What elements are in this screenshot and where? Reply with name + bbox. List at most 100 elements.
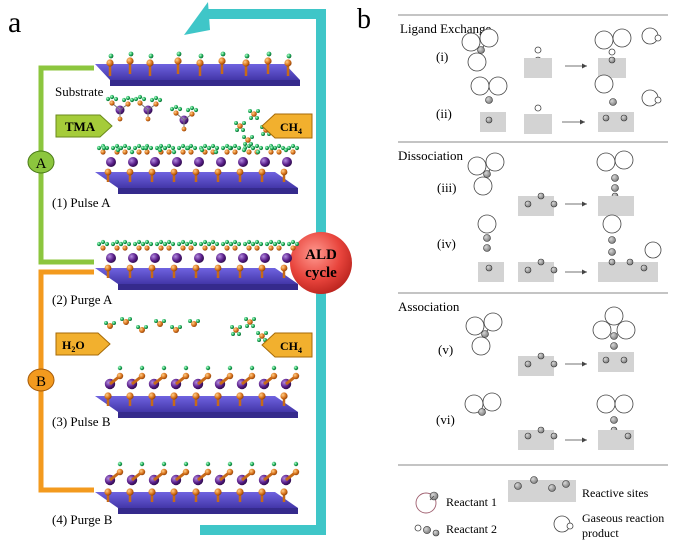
hydrogen-atom xyxy=(257,338,261,342)
reaction-arrow-head xyxy=(582,269,587,275)
hydrogen-atom xyxy=(170,145,176,151)
hydrogen-atom xyxy=(128,51,134,57)
connector xyxy=(429,495,435,501)
hydrogen-atom xyxy=(227,461,233,467)
ligand-circle xyxy=(644,241,662,259)
hydrogen-atom xyxy=(141,96,147,102)
hydrogen-atom xyxy=(96,241,102,247)
hydrogen-atom xyxy=(266,51,272,57)
hydrogen-atom xyxy=(114,239,120,245)
hydrogen-atom xyxy=(184,241,190,247)
row-label-v: (v) xyxy=(438,342,453,357)
ligand-circle xyxy=(594,30,614,50)
oxygen-atom xyxy=(106,59,114,67)
small-atom xyxy=(608,48,616,56)
center-atom xyxy=(524,432,532,440)
oxygen-atom xyxy=(242,59,250,67)
reactive-site-block xyxy=(518,430,554,450)
hydrogen-atom xyxy=(264,331,268,335)
oxygen-atom xyxy=(218,57,226,65)
center-atom xyxy=(550,200,558,208)
oxygen-atom xyxy=(116,372,124,380)
ligand-circle xyxy=(616,320,636,340)
h2o-label: H2O xyxy=(62,338,85,354)
carbon-atom xyxy=(224,245,230,251)
molecule-layers xyxy=(96,51,300,502)
hydrogen-atom xyxy=(294,145,300,151)
hydrogen-atom xyxy=(206,241,212,247)
aluminum-atom xyxy=(128,253,138,263)
hydrogen-atom xyxy=(206,145,212,151)
ald-cycle-arrowhead xyxy=(184,2,210,35)
row-label-vi: (vi) xyxy=(436,412,455,427)
hydrogen-atom xyxy=(161,365,167,371)
ch4-label-b: CH4 xyxy=(280,339,302,355)
hydrogen-atom xyxy=(230,325,234,329)
center-atom xyxy=(608,56,616,64)
row-label-iii: (iii) xyxy=(437,180,457,195)
hydrogen-atom xyxy=(101,145,107,151)
panel-b-letter: b xyxy=(357,4,371,35)
hydrogen-atom xyxy=(272,145,278,151)
substrate-slab-0 xyxy=(95,64,300,86)
carbon-atom xyxy=(268,245,274,251)
oxygen-atom xyxy=(204,468,212,476)
center-atom xyxy=(620,356,628,364)
hydrogen-atom xyxy=(236,241,242,247)
reactive-site-block xyxy=(524,58,552,78)
hydrogen-atom xyxy=(227,145,233,151)
oxygen-atom xyxy=(270,372,278,380)
ligand-circle xyxy=(467,156,487,176)
center-atom xyxy=(483,170,491,178)
hydrogen-atom xyxy=(276,239,282,245)
section-association-title: Association xyxy=(398,299,460,314)
oxygen-atom xyxy=(104,488,112,496)
center-atom xyxy=(537,192,545,200)
ch4-arrow-a: CH4 xyxy=(261,113,313,139)
carbon-atom xyxy=(100,149,106,155)
reaction-arrow-head xyxy=(582,437,587,443)
hydrogen-atom xyxy=(162,145,168,151)
oxygen-atom xyxy=(148,488,156,496)
carbon-atom xyxy=(259,333,265,339)
ligand-circle xyxy=(482,392,502,412)
hydrogen-atom xyxy=(244,53,250,59)
aluminum-atom xyxy=(106,253,116,263)
oxygen-atom xyxy=(236,168,244,176)
carbon-atom xyxy=(100,245,106,251)
reaction-arrow-head xyxy=(580,119,585,125)
oxygen-atom xyxy=(284,59,292,67)
oxygen-atom xyxy=(292,468,300,476)
carbon-atom xyxy=(173,110,179,116)
hydrogen-atom xyxy=(286,241,292,247)
oxygen-atom xyxy=(126,168,134,176)
hydrogen-atom xyxy=(176,145,182,151)
hydrogen-atom xyxy=(234,121,238,125)
hydrogen-atom xyxy=(129,149,135,155)
hydrogen-atom xyxy=(210,143,216,149)
hydrogen-atom xyxy=(188,319,192,323)
aluminum-atom xyxy=(194,157,204,167)
step1-label: (1) Pulse A xyxy=(52,195,111,210)
oxygen-atom xyxy=(214,488,222,496)
oxygen-atom xyxy=(280,168,288,176)
reactive-site-block xyxy=(518,262,554,282)
hydrogen-atom xyxy=(132,145,138,151)
center-atom xyxy=(608,258,616,266)
reactive-site-block xyxy=(518,356,554,376)
aluminum-atom xyxy=(282,253,292,263)
oxygen-atom xyxy=(173,327,179,333)
carbon-atom xyxy=(254,245,260,251)
carbon-atom xyxy=(245,137,251,143)
reaction-schemes xyxy=(414,27,662,537)
ligand-circle xyxy=(479,28,499,48)
carbon-atom xyxy=(276,245,282,251)
center-atom xyxy=(610,416,618,424)
aluminum-atom xyxy=(172,253,182,263)
floating-h2o xyxy=(104,317,200,333)
ligand-circle xyxy=(477,214,497,234)
hydrogen-atom xyxy=(256,331,260,335)
carbon-atom xyxy=(290,149,296,155)
oxygen-atom xyxy=(192,168,200,176)
hydrogen-atom xyxy=(143,145,149,151)
